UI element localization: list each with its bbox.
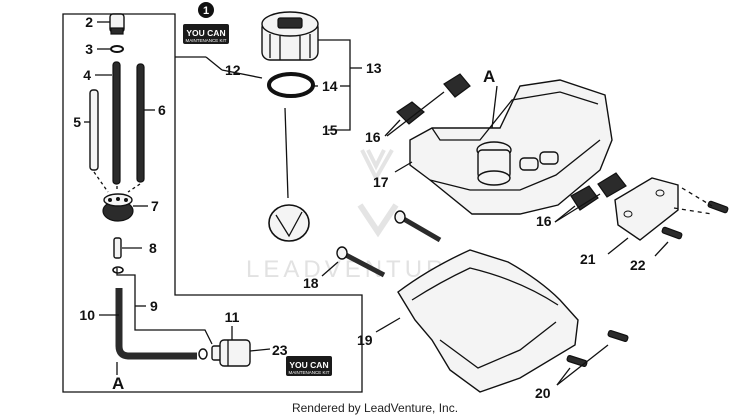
callout-15: 15 — [322, 122, 338, 138]
part-7-grommet — [102, 193, 134, 222]
part-17-fuel-tank — [409, 79, 613, 215]
callout-a-hose: A — [112, 374, 124, 393]
you-can-badge-1: 1 YOU CAN MAINTENANCE KIT — [183, 2, 229, 44]
callout-4: 4 — [83, 67, 91, 83]
callout-21: 21 — [580, 251, 596, 267]
part-6-tube — [136, 63, 145, 183]
assembly-box — [62, 13, 363, 393]
callout-6: 6 — [158, 102, 166, 118]
callout-22: 22 — [630, 257, 646, 273]
callout-23: 23 — [272, 342, 288, 358]
badge-top-23: YOU CAN — [289, 360, 328, 370]
callout-18: 18 — [303, 275, 319, 291]
part-16-pads-upper — [396, 73, 471, 125]
callout-10: 10 — [79, 307, 95, 323]
part-22-bolts — [661, 200, 729, 240]
callout-16-upper: 16 — [365, 129, 381, 145]
part-9-hose — [116, 268, 213, 345]
part-2-cap — [109, 13, 125, 35]
part-13-fuel-cap — [261, 11, 319, 61]
callout-5: 5 — [73, 114, 81, 130]
part-16-pads-lower — [570, 172, 627, 211]
part-4-tube — [112, 61, 121, 185]
part-8-connector — [113, 237, 122, 259]
part-3-ring — [110, 45, 124, 53]
callout-12: 12 — [225, 62, 241, 78]
callout-17: 17 — [373, 174, 389, 190]
callout-9: 9 — [150, 298, 158, 314]
you-can-badge-23: YOU CAN MAINTENANCE KIT — [286, 356, 332, 376]
part-11-fuel-filter — [198, 339, 251, 367]
part-10-fuel-hose — [115, 288, 197, 360]
callout-a-tank: A — [483, 67, 495, 86]
callout-1: 1 — [203, 5, 209, 17]
part-14-gasket — [267, 72, 315, 98]
part-20-bolts — [566, 329, 629, 368]
part-19-guard — [397, 249, 579, 393]
footer-credit: Rendered by LeadVenture, Inc. — [292, 401, 458, 415]
part-5-tube — [89, 89, 99, 171]
callout-3: 3 — [85, 41, 93, 57]
callout-19: 19 — [357, 332, 373, 348]
callout-2: 2 — [85, 14, 93, 30]
callout-14: 14 — [322, 78, 338, 94]
part-18-bolts — [336, 210, 442, 278]
small-ring — [112, 266, 124, 274]
callout-8: 8 — [149, 240, 157, 256]
badge-top-1: YOU CAN — [186, 28, 225, 38]
callout-11: 11 — [225, 309, 240, 325]
part-21-bracket — [614, 177, 679, 241]
callout-13: 13 — [366, 60, 382, 76]
guide-dashes — [93, 171, 141, 193]
badge-bottom-1: MAINTENANCE KIT — [185, 38, 226, 43]
leader-lines — [84, 21, 713, 386]
callout-labels: 2 3 4 5 6 7 8 9 10 11 12 13 14 15 16 17 … — [73, 14, 646, 401]
callout-20: 20 — [535, 385, 551, 401]
badge-bottom-23: MAINTENANCE KIT — [288, 370, 329, 375]
part-15-filter-wire — [268, 107, 310, 242]
callout-7: 7 — [151, 198, 159, 214]
callout-16-lower: 16 — [536, 213, 552, 229]
